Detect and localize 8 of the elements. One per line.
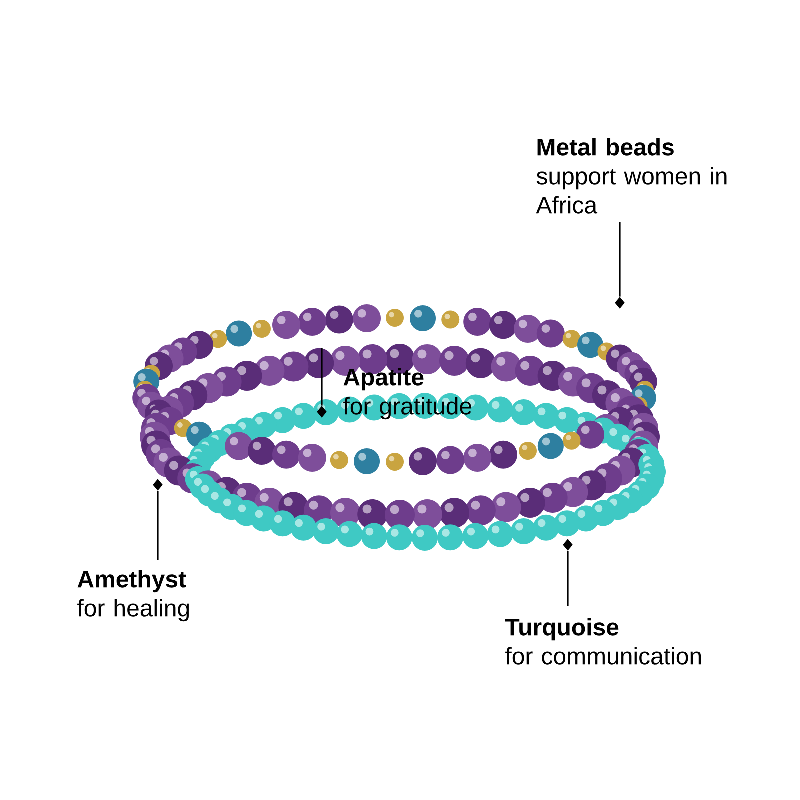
marker-diamond (563, 539, 573, 551)
callout-label: Apatite for gratitude (344, 368, 472, 420)
callout-label: Amethyst for healing (78, 570, 190, 622)
marker-diamond (153, 479, 163, 491)
callout-label: Metal beads support women in Africa (536, 138, 727, 214)
marker-diamond (317, 406, 327, 418)
callout-label: Turquoise for communication (505, 618, 702, 665)
marker-diamond (615, 297, 625, 309)
